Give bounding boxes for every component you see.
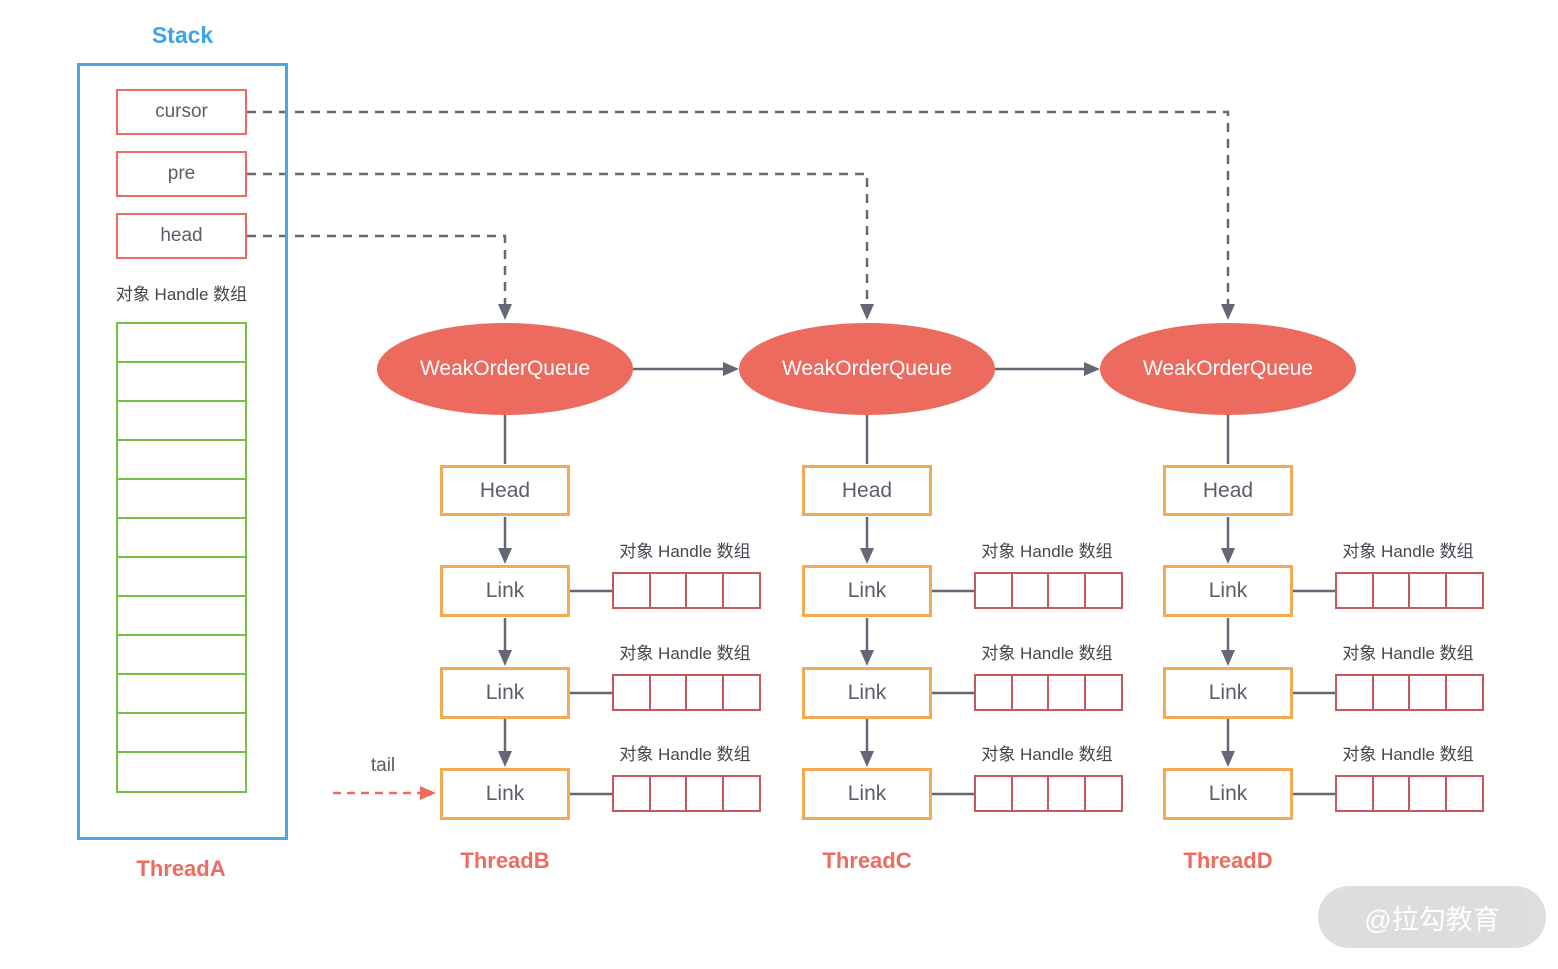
array-cell [974,674,1013,711]
weakorderqueue-ellipse-b: WeakOrderQueue [377,323,633,415]
array-cell [1371,674,1411,711]
stack-cell [116,556,247,598]
array-cell [1010,572,1050,609]
array-cell [1083,775,1123,812]
array-cell [1408,674,1447,711]
handle-array-b1 [612,572,761,609]
array-cell [612,572,651,609]
handle-array-label-c2: 对象 Handle 数组 [981,644,1113,663]
array-cell [1335,775,1374,812]
head-pointer-connector [247,234,512,320]
array-cell [1010,674,1050,711]
handle-array-label-d2: 对象 Handle 数组 [1342,644,1474,663]
array-cell [1444,775,1484,812]
array-cell [1047,775,1086,812]
array-cell [1371,572,1411,609]
array-cell [1444,572,1484,609]
handle-array-c2 [974,674,1123,711]
link-node-c3: Link [802,768,932,820]
stack-title: Stack [151,22,214,48]
cursor-pointer-connector [247,110,1235,320]
link-node-c1: Link [802,565,932,617]
handle-array-label-b2: 对象 Handle 数组 [619,644,751,663]
pre-pointer-connector [247,172,874,320]
handle-array-label-d3: 对象 Handle 数组 [1342,745,1474,764]
handle-array-label-c1: 对象 Handle 数组 [981,542,1113,561]
link-node-c2: Link [802,667,932,719]
handle-array-d3 [1335,775,1484,812]
array-cell [1047,572,1086,609]
array-cell [1010,775,1050,812]
stack-pointer-cursor: cursor [116,89,247,135]
array-cell [1083,674,1123,711]
stack-pointer-pre: pre [116,151,247,197]
link-node-d1: Link [1163,565,1293,617]
handle-array-b3 [612,775,761,812]
array-cell [1083,572,1123,609]
link-node-d2: Link [1163,667,1293,719]
stack-cell [116,439,247,481]
handle-array-d1 [1335,572,1484,609]
thread-b-label: ThreadB [460,848,550,873]
stack-cell [116,517,247,559]
array-cell [974,572,1013,609]
stack-cell [116,322,247,364]
handle-array-label-b1: 对象 Handle 数组 [619,542,751,561]
head-node-b: Head [440,465,570,516]
thread-c-label: ThreadC [822,848,912,873]
head-node-c: Head [802,465,932,516]
array-cell [685,674,724,711]
handle-array-c3 [974,775,1123,812]
thread-a-label: ThreadA [136,856,226,881]
thread-d-label: ThreadD [1183,848,1273,873]
array-cell [1335,674,1374,711]
stack-cell [116,751,247,793]
array-cell [1047,674,1086,711]
head-node-d: Head [1163,465,1293,516]
handle-array-b2 [612,674,761,711]
link-node-d3: Link [1163,768,1293,820]
array-cell [721,572,761,609]
tail-label: tail [370,755,396,776]
array-cell [721,775,761,812]
stack-container [77,63,288,840]
stack-cell [116,400,247,442]
handle-array-label-d1: 对象 Handle 数组 [1342,542,1474,561]
array-cell [1444,674,1484,711]
handle-array-label-c3: 对象 Handle 数组 [981,745,1113,764]
weakorderqueue-ellipse-c: WeakOrderQueue [739,323,995,415]
array-cell [721,674,761,711]
handle-array-label-b3: 对象 Handle 数组 [619,745,751,764]
link-node-b2: Link [440,667,570,719]
weakorderqueue-ellipse-d: WeakOrderQueue [1100,323,1356,415]
link-node-b1: Link [440,565,570,617]
array-cell [1371,775,1411,812]
stack-cell [116,673,247,715]
watermark-badge: @拉勾教育 [1318,886,1546,948]
handle-array-d2 [1335,674,1484,711]
handle-array-c1 [974,572,1123,609]
array-cell [1335,572,1374,609]
link-node-b3: Link [440,768,570,820]
array-cell [1408,572,1447,609]
stack-cell [116,595,247,637]
stack-pointer-head: head [116,213,247,259]
stack-handle-array [116,322,247,793]
array-cell [1408,775,1447,812]
stack-handle-array-label: 对象 Handle 数组 [115,285,248,304]
